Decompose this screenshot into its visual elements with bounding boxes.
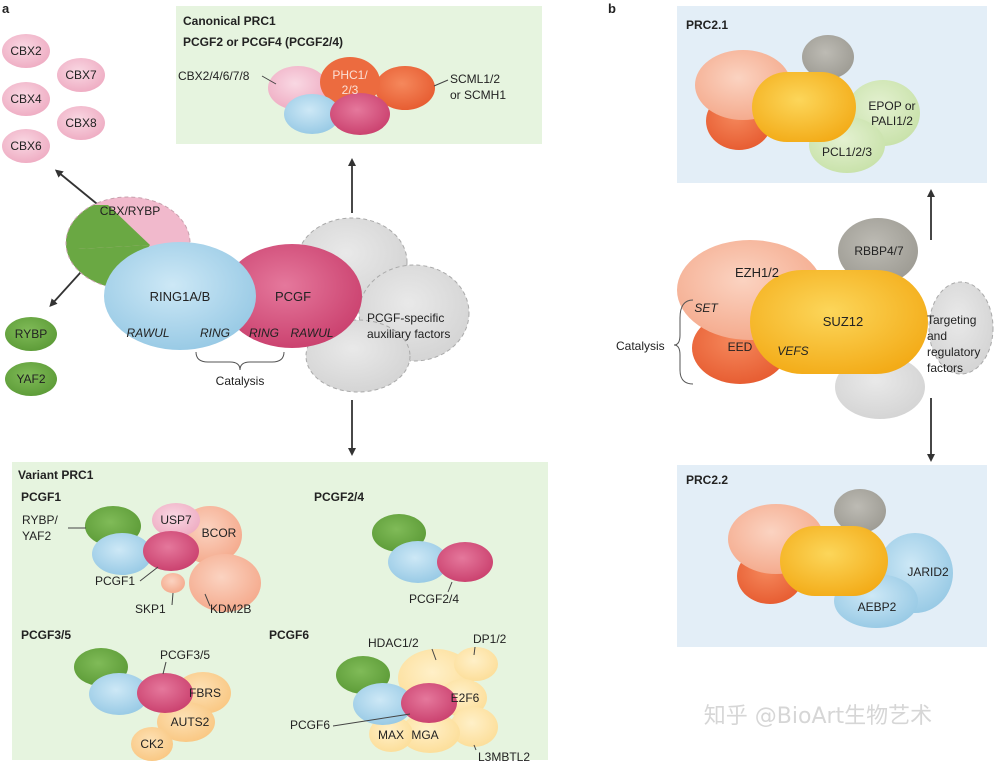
cbx-item: CBX7 <box>65 68 97 82</box>
max-label: MAX <box>378 728 404 742</box>
auts2-label: AUTS2 <box>171 715 210 729</box>
cbx-item: CBX6 <box>10 139 42 153</box>
phc-label-1: PHC1/ <box>332 68 368 82</box>
pcgf6-complex <box>336 647 498 753</box>
prc21-title: PRC2.1 <box>686 18 728 32</box>
canonical-subtitle: PCGF2 or PCGF4 (PCGF2/4) <box>183 35 343 49</box>
pcgf24-title: PCGF2/4 <box>314 490 364 504</box>
prc22-title: PRC2.2 <box>686 473 728 487</box>
skp1-label: SKP1 <box>135 602 166 616</box>
arrow-to-cbx <box>54 169 103 209</box>
panel-a-letter: a <box>2 1 10 16</box>
yaf2-node <box>5 362 57 396</box>
dp-label: DP1/2 <box>473 632 507 646</box>
canonical-complex <box>268 57 435 135</box>
e2f6-label: E2F6 <box>451 691 480 705</box>
rybp-node <box>5 317 57 351</box>
catalysis-bracket-b <box>673 299 694 385</box>
scml-label-1: SCML1/2 <box>450 72 500 86</box>
cbx-item: CBX4 <box>10 92 42 106</box>
cbx-label: CBX2/4/6/7/8 <box>178 69 250 83</box>
watermark: 知乎 @BioArt生物艺术 <box>704 704 932 729</box>
rybp-label: RYBP <box>15 327 47 341</box>
targeting-label-3: regulatory <box>927 345 980 359</box>
rybp-yaf2-label-2: YAF2 <box>22 529 51 543</box>
canonical-title: Canonical PRC1 <box>183 14 276 28</box>
hdac-label: HDAC1/2 <box>368 636 419 650</box>
usp7-label: USP7 <box>160 513 192 527</box>
variant-title: Variant PRC1 <box>18 468 94 482</box>
prc22-complex <box>728 489 953 628</box>
yaf2-label: YAF2 <box>16 372 45 386</box>
cbx-list <box>2 34 105 163</box>
jarid2-label: JARID2 <box>907 565 949 579</box>
eed-label: EED <box>728 340 753 354</box>
prc21-complex <box>695 35 920 173</box>
epop-label-1: EPOP or <box>868 99 915 113</box>
fbrs-label: FBRS <box>189 686 221 700</box>
pcgf1-label: PCGF1 <box>95 574 135 588</box>
cbx-rybp-label: CBX/RYBP <box>100 204 160 218</box>
pcgf24-label: PCGF2/4 <box>409 592 459 606</box>
kdm2b-label: KDM2B <box>210 602 251 616</box>
suz12-label: SUZ12 <box>823 314 863 329</box>
rawul-right: RAWUL <box>290 326 333 340</box>
l3mbtl2-label: L3MBTL2 <box>478 750 530 764</box>
catalysis-label-a: Catalysis <box>216 374 265 388</box>
ring-left: RING <box>200 326 230 340</box>
pcl-label: PCL1/2/3 <box>822 145 872 159</box>
mga-label: MGA <box>411 728 438 742</box>
phc-label-2: 2/3 <box>342 83 359 97</box>
scml-label-2: or SCMH1 <box>450 88 506 102</box>
pcgf35-title: PCGF3/5 <box>21 628 71 642</box>
pcgf35-label: PCGF3/5 <box>160 648 210 662</box>
catalysis-label-b: Catalysis <box>616 339 665 353</box>
rybp-yaf2-label-1: RYBP/ <box>22 513 58 527</box>
ezh-label: EZH1/2 <box>735 265 779 280</box>
targeting-label-2: and <box>927 329 947 343</box>
pcgf6-title: PCGF6 <box>269 628 309 642</box>
targeting-label-4: factors <box>927 361 963 375</box>
ck2-label: CK2 <box>140 737 164 751</box>
pcgf1-title: PCGF1 <box>21 490 61 504</box>
pcgf1-complex <box>85 503 261 612</box>
aux-label-1: PCGF-specific <box>367 311 444 325</box>
catalysis-bracket <box>195 351 285 371</box>
prc2-core <box>677 218 994 419</box>
pcgf24-complex <box>372 514 493 583</box>
aebp2-label: AEBP2 <box>858 600 897 614</box>
bcor-label: BCOR <box>202 526 237 540</box>
pcgf-label: PCGF <box>275 289 311 304</box>
aux-label-2: auxiliary factors <box>367 327 450 341</box>
ring-right: RING <box>249 326 279 340</box>
pcgf35-complex <box>74 648 231 761</box>
panel-b-letter: b <box>608 1 616 16</box>
vefs-label: VEFS <box>777 344 808 358</box>
epop-label-2: PALI1/2 <box>871 114 913 128</box>
cbx-item: CBX2 <box>10 44 42 58</box>
set-label: SET <box>694 301 719 315</box>
targeting-label-1: Targeting <box>927 313 976 327</box>
ring1ab-label: RING1A/B <box>150 289 211 304</box>
rawul-left: RAWUL <box>126 326 169 340</box>
pcgf6-label: PCGF6 <box>290 718 330 732</box>
rbbp-label: RBBP4/7 <box>854 244 904 258</box>
cbx-item: CBX8 <box>65 116 97 130</box>
